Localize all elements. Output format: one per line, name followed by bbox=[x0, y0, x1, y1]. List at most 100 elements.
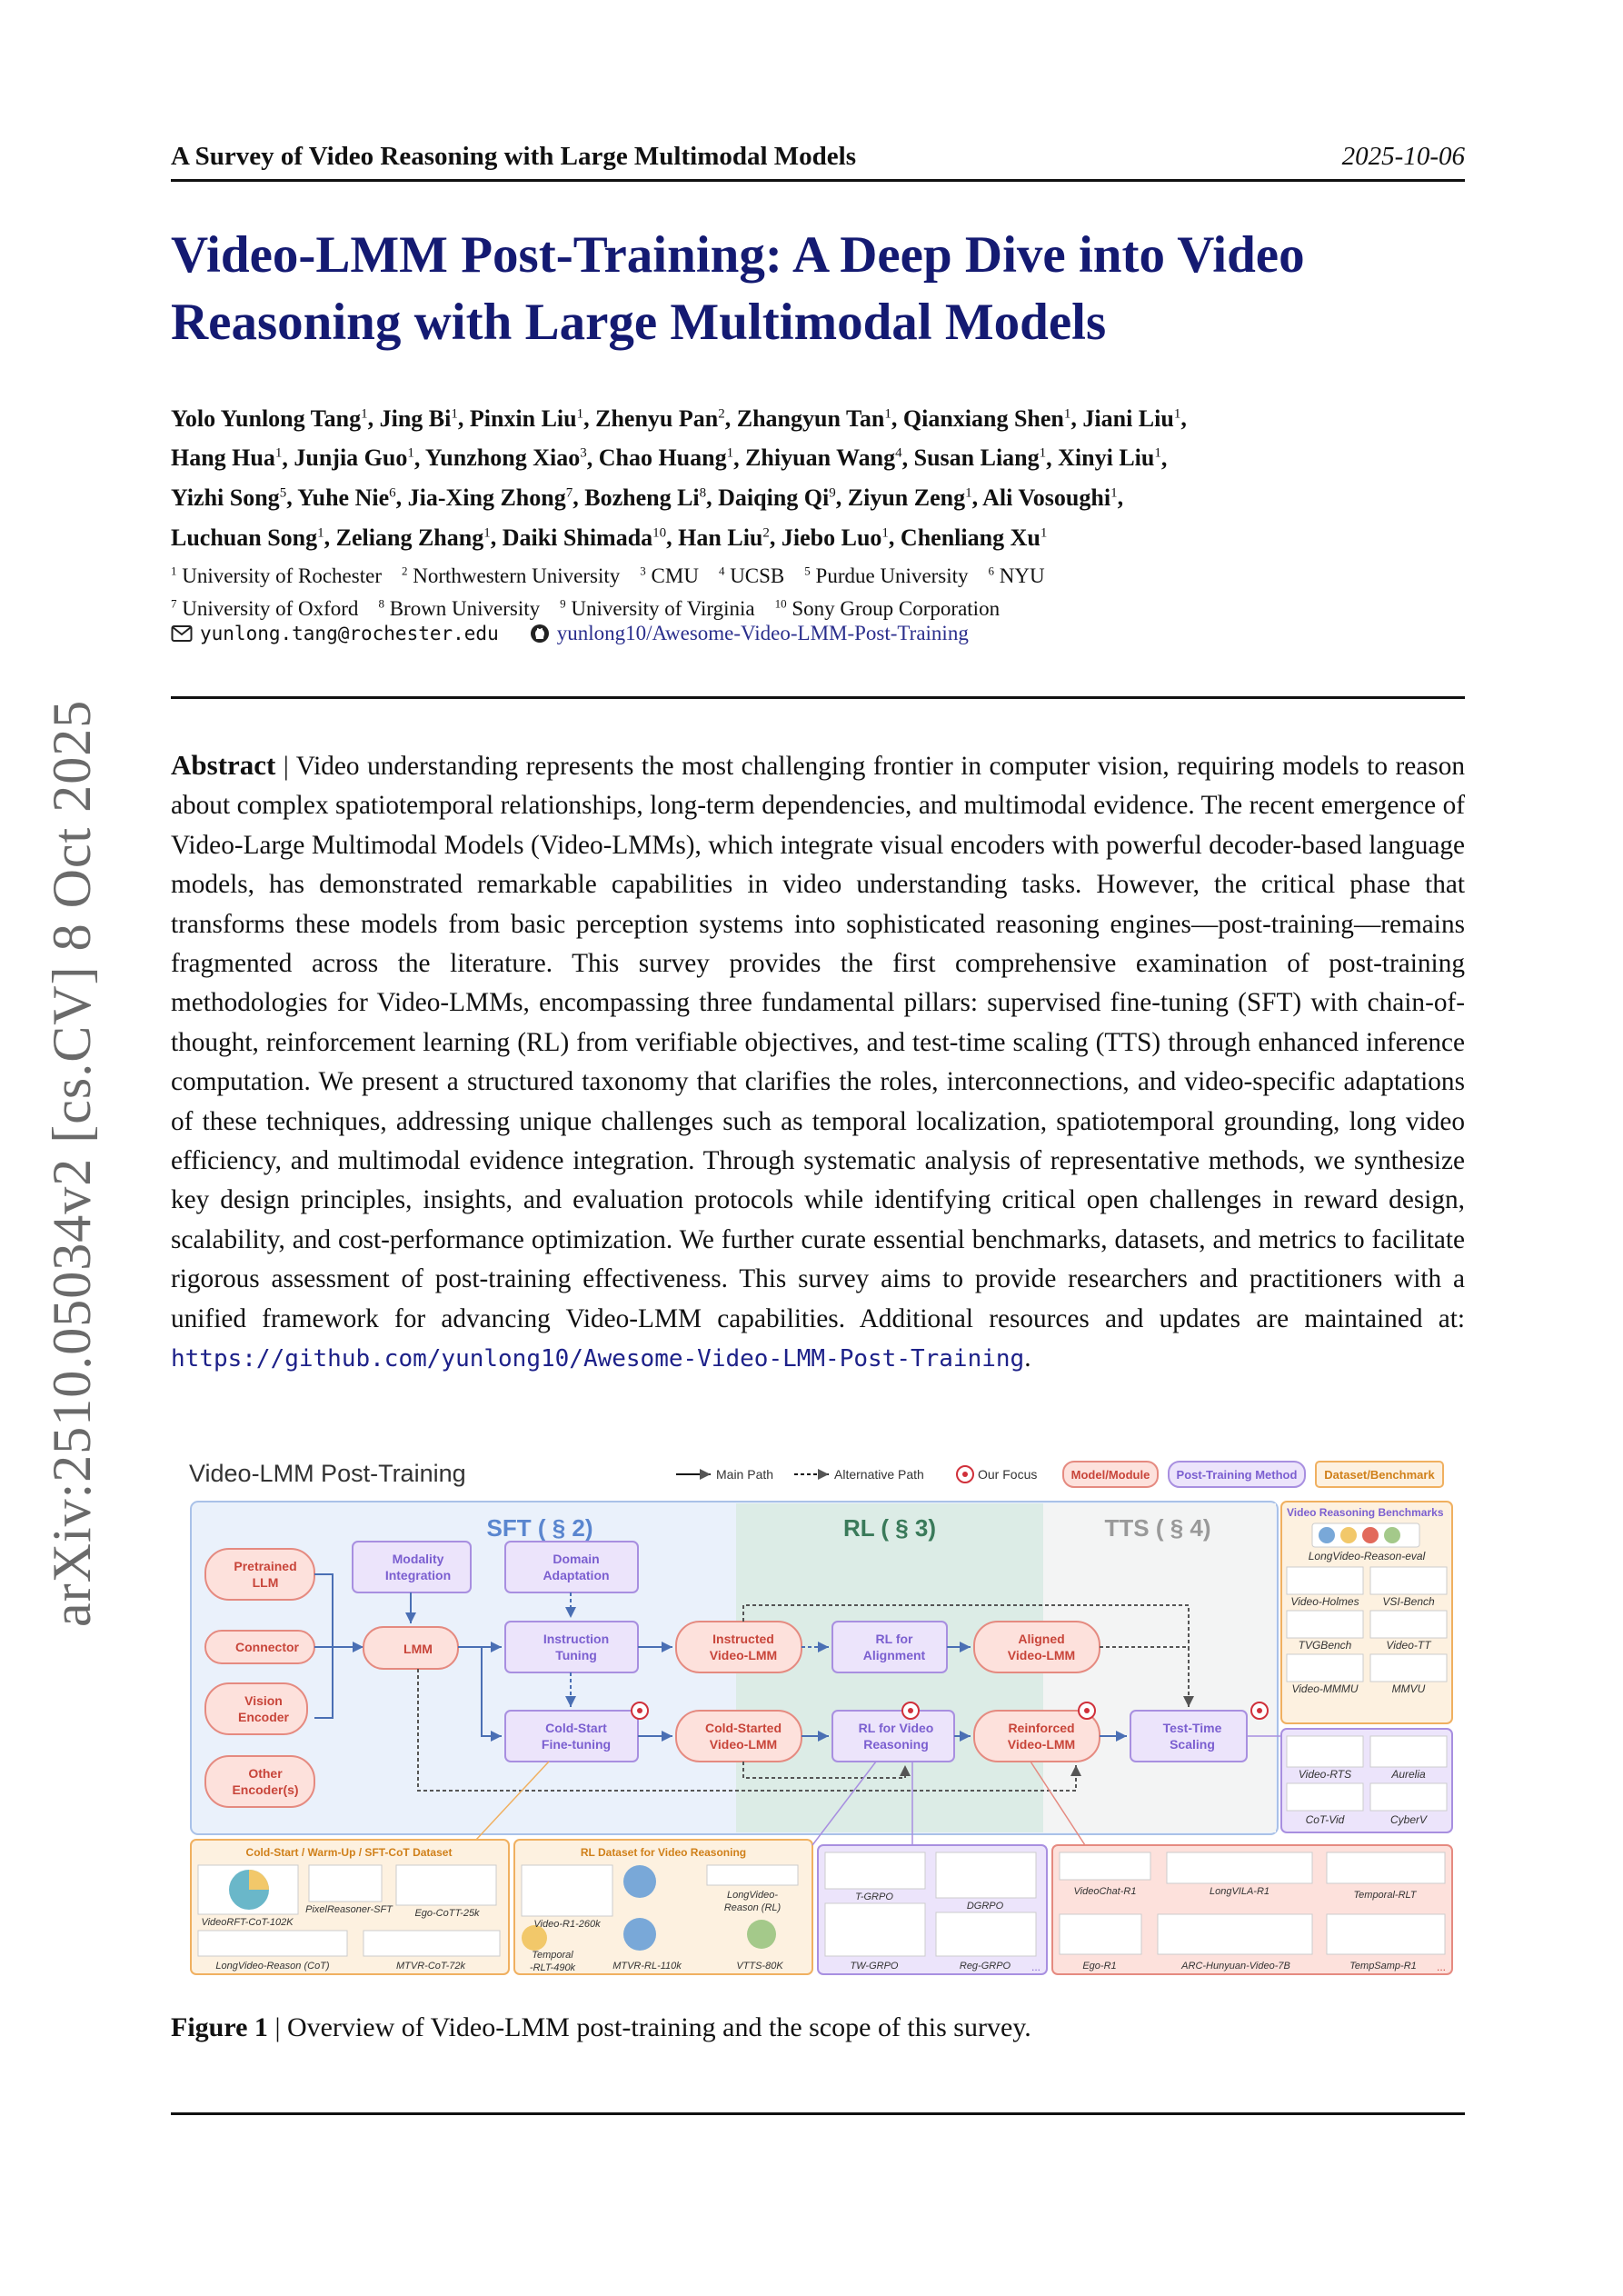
tts-section-label: TTS ( § 4) bbox=[1104, 1514, 1210, 1542]
model-ego-r1: Ego-R1 bbox=[1082, 1961, 1116, 1972]
legend-alternative-path: Alternative Path bbox=[834, 1467, 924, 1482]
affiliation: 2 Northwestern University bbox=[401, 564, 621, 587]
dataset-longvideo-reason-rl-2: Reason (RL) bbox=[724, 1902, 782, 1913]
author-affiliation-marker: 1 bbox=[317, 524, 324, 540]
node-domain-adaptation: Domain Adaptation bbox=[504, 1541, 639, 1593]
svg-text:Modality: Modality bbox=[393, 1552, 444, 1566]
svg-text:Reinforced: Reinforced bbox=[1008, 1721, 1074, 1735]
node-vision-encoder: Vision Encoder bbox=[204, 1682, 308, 1735]
legend-post-training-method: Post-Training Method bbox=[1177, 1468, 1298, 1482]
tts-thumbnails bbox=[1286, 1735, 1448, 1812]
node-rl-for-alignment: RL for Alignment bbox=[831, 1621, 948, 1673]
author-affiliation-marker: 1 bbox=[965, 485, 972, 501]
legend-model-module: Model/Module bbox=[1071, 1468, 1150, 1482]
author-list: Yolo Yunlong Tang1, Jing Bi1, Pinxin Liu… bbox=[171, 396, 1465, 555]
model-thumbnails bbox=[1059, 1852, 1446, 1955]
benchmark-panel-title: Video Reasoning Benchmarks bbox=[1287, 1506, 1444, 1519]
affiliation: 6 NYU bbox=[988, 564, 1045, 587]
model-tempsamp-r1: TempSamp-R1 bbox=[1349, 1961, 1417, 1972]
tts-cot-vid: CoT-Vid bbox=[1306, 1813, 1345, 1826]
author-email[interactable]: yunlong.tang@rochester.edu bbox=[200, 623, 499, 644]
affiliation: 3 CMU bbox=[640, 564, 699, 587]
author-affiliation-marker: 1 bbox=[1040, 524, 1048, 540]
svg-text:RL for Video: RL for Video bbox=[859, 1721, 934, 1735]
affiliation: 7 University of Oxford bbox=[171, 596, 359, 621]
author-name: Han Liu2 bbox=[678, 524, 770, 551]
bench-video-holmes: Video-Holmes bbox=[1290, 1595, 1359, 1608]
dataset-longvideo-reason-cot: LongVideo-Reason (CoT) bbox=[215, 1961, 329, 1972]
bench-vsi-bench: VSI-Bench bbox=[1382, 1595, 1435, 1608]
author-name: Junjia Guo1 bbox=[294, 444, 414, 472]
dataset-video-r1: Video-R1-260k bbox=[533, 1919, 601, 1930]
author-affiliation-marker: 6 bbox=[389, 485, 396, 501]
author-affiliation-marker: 1 bbox=[1173, 406, 1181, 421]
github-icon bbox=[530, 624, 549, 643]
svg-text:Cold-Start: Cold-Start bbox=[545, 1721, 607, 1735]
dataset-mtvr-rl: MTVR-RL-110k bbox=[612, 1961, 682, 1972]
bench-video-tt: Video-TT bbox=[1386, 1639, 1432, 1652]
figure-1: Video-LMM Post-Training Main Path Altern… bbox=[185, 1454, 1454, 1980]
node-cold-started-video-lmm: Cold-Started Video-LMM bbox=[675, 1710, 802, 1762]
dataset-temporal-rlt-1: Temporal bbox=[532, 1950, 573, 1961]
author-affiliation-marker: 5 bbox=[279, 485, 287, 501]
author-name: Jia-Xing Zhong7 bbox=[407, 484, 573, 511]
node-lmm: LMM bbox=[363, 1626, 459, 1670]
dataset-videorft-cot: VideoRFT-CoT-102K bbox=[201, 1917, 294, 1928]
author-affiliation-marker: 4 bbox=[895, 445, 902, 461]
running-title: A Survey of Video Reasoning with Large M… bbox=[171, 142, 857, 171]
svg-text:Video-LMM: Video-LMM bbox=[1008, 1648, 1075, 1662]
dataset-vtts: VTTS-80K bbox=[736, 1961, 783, 1972]
author-name: Yizhi Song5 bbox=[171, 484, 287, 511]
legend-dataset-benchmark: Dataset/Benchmark bbox=[1324, 1468, 1435, 1482]
rl-section-label: RL ( § 3) bbox=[843, 1514, 936, 1542]
abstract: Abstract | Video understanding represent… bbox=[171, 745, 1465, 1380]
method-dgrpo: DGRPO bbox=[967, 1901, 1004, 1912]
svg-text:Vision: Vision bbox=[244, 1693, 283, 1708]
figure-caption-text: | Overview of Video-LMM post-training an… bbox=[267, 2012, 1031, 2042]
method-tw-grpo: TW-GRPO bbox=[851, 1961, 899, 1972]
author-affiliation-marker: 1 bbox=[726, 445, 734, 461]
author-affiliation-marker: 2 bbox=[762, 524, 770, 540]
abstract-heading: Abstract bbox=[171, 749, 276, 781]
abstract-separator: | bbox=[275, 752, 296, 781]
legend-dataset-swatch bbox=[1315, 1461, 1444, 1488]
affiliation-row-1: 1 University of Rochester 2 Northwestern … bbox=[171, 556, 1465, 590]
tts-cyberv: CyberV bbox=[1390, 1813, 1428, 1826]
author-affiliation-marker: 10 bbox=[652, 524, 667, 540]
svg-text:Domain: Domain bbox=[553, 1552, 599, 1566]
legend-focus-icon bbox=[956, 1465, 974, 1483]
author-name: Jing Bi1 bbox=[379, 404, 458, 432]
arxiv-stamp: arXiv:2510.05034v2 [cs.CV] 8 Oct 2025 bbox=[42, 699, 102, 1627]
abstract-url[interactable]: https://github.com/yunlong10/Awesome-Vid… bbox=[171, 1345, 1025, 1373]
repo-link[interactable]: yunlong10/Awesome-Video-LMM-Post-Trainin… bbox=[556, 622, 969, 644]
svg-text:Scaling: Scaling bbox=[1170, 1737, 1215, 1752]
node-aligned-video-lmm: Aligned Video-LMM bbox=[973, 1621, 1100, 1673]
svg-text:Aligned: Aligned bbox=[1018, 1632, 1064, 1646]
svg-text:Encoder: Encoder bbox=[238, 1710, 290, 1724]
paper-title-line-1: Video-LMM Post-Training: A Deep Dive int… bbox=[171, 226, 1305, 284]
node-pretrained-llm: Pretrained LLM bbox=[204, 1548, 315, 1601]
author-affiliation-marker: 1 bbox=[483, 524, 491, 540]
bottom-rule bbox=[171, 2112, 1465, 2115]
model-arc-hunyuan-video: ARC-Hunyuan-Video-7B bbox=[1180, 1961, 1290, 1972]
node-rl-for-video-reasoning: RL for Video Reasoning bbox=[831, 1702, 955, 1762]
svg-text:Cold-Started: Cold-Started bbox=[705, 1721, 782, 1735]
svg-text:Instruction: Instruction bbox=[543, 1632, 609, 1646]
paper-title-line-2: Reasoning with Large Multimodal Models bbox=[171, 294, 1107, 351]
svg-text:Integration: Integration bbox=[385, 1568, 451, 1582]
legend-model-swatch bbox=[1062, 1461, 1159, 1488]
legend-main-path: Main Path bbox=[716, 1467, 773, 1482]
mail-icon bbox=[171, 625, 193, 642]
method-reg-grpo: Reg-GRPO bbox=[960, 1961, 1011, 1972]
affiliation: 10 Sony Group Corporation bbox=[774, 596, 1001, 621]
svg-text:Other: Other bbox=[248, 1766, 283, 1781]
author-affiliation-marker: 1 bbox=[451, 406, 458, 421]
svg-text:Tuning: Tuning bbox=[555, 1648, 597, 1662]
model-temporal-rlt: Temporal-RLT bbox=[1353, 1890, 1417, 1901]
author-line: Luchuan Song1, Zeliang Zhang1, Daiki Shi… bbox=[171, 524, 1048, 551]
affiliation: 1 University of Rochester bbox=[171, 564, 382, 587]
tts-aurelia: Aurelia bbox=[1390, 1768, 1426, 1781]
dataset-mtvr-cot: MTVR-CoT-72k bbox=[396, 1961, 465, 1972]
benchmark-thumbnails bbox=[1286, 1522, 1448, 1682]
author-name: Jiebo Luo1 bbox=[781, 524, 889, 551]
